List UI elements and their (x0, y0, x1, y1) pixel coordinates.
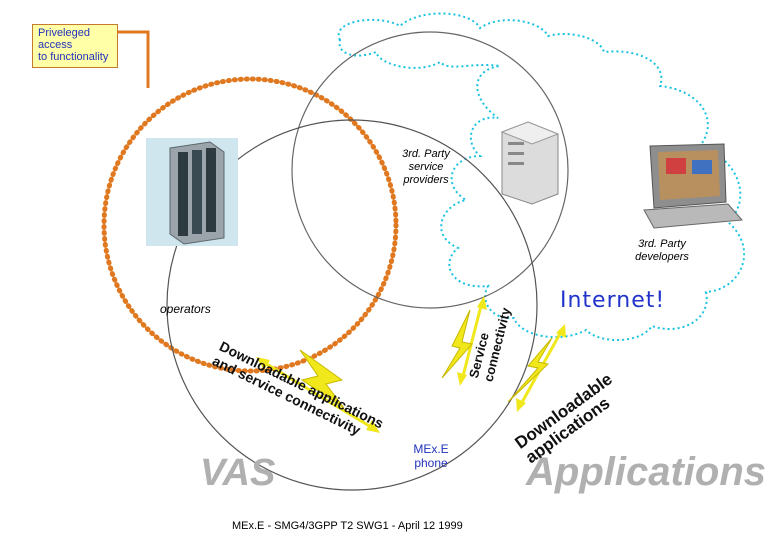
lightning-bolt-icon (441, 309, 473, 379)
server-rack-icon (146, 138, 238, 246)
privileged-access-callout: Priveleged access to functionality (32, 24, 118, 68)
right-link-arrow (507, 324, 566, 412)
center-link-arrow (441, 296, 487, 386)
lightning-bolt-icon (507, 337, 553, 403)
tower-computer-icon (500, 121, 560, 205)
laptop-icon (643, 143, 744, 229)
left-link-arrow (256, 349, 380, 433)
operators-domain-circle (166, 119, 538, 491)
third-party-circle (291, 31, 569, 309)
operators-circle (101, 76, 399, 374)
lightning-bolt-icon (299, 349, 345, 409)
developers-label: 3rd. Party developers (635, 238, 689, 263)
applications-label: Applications (526, 450, 767, 494)
vas-label: VAS (200, 452, 276, 494)
internet-label: Internet! (560, 288, 666, 313)
mexe-phone-label: MEx.E phone (413, 442, 449, 470)
callout-line: access (38, 39, 73, 51)
callout-line: to functionality (38, 51, 109, 63)
service-providers-label: 3rd. Party service providers (402, 148, 450, 186)
footer-text: MEx.E - SMG4/3GPP T2 SWG1 - April 12 199… (232, 520, 463, 532)
callout-connector (118, 30, 150, 88)
operators-label: operators (160, 302, 211, 316)
internet-cloud (337, 12, 746, 341)
callout-line: Priveleged (38, 27, 90, 39)
